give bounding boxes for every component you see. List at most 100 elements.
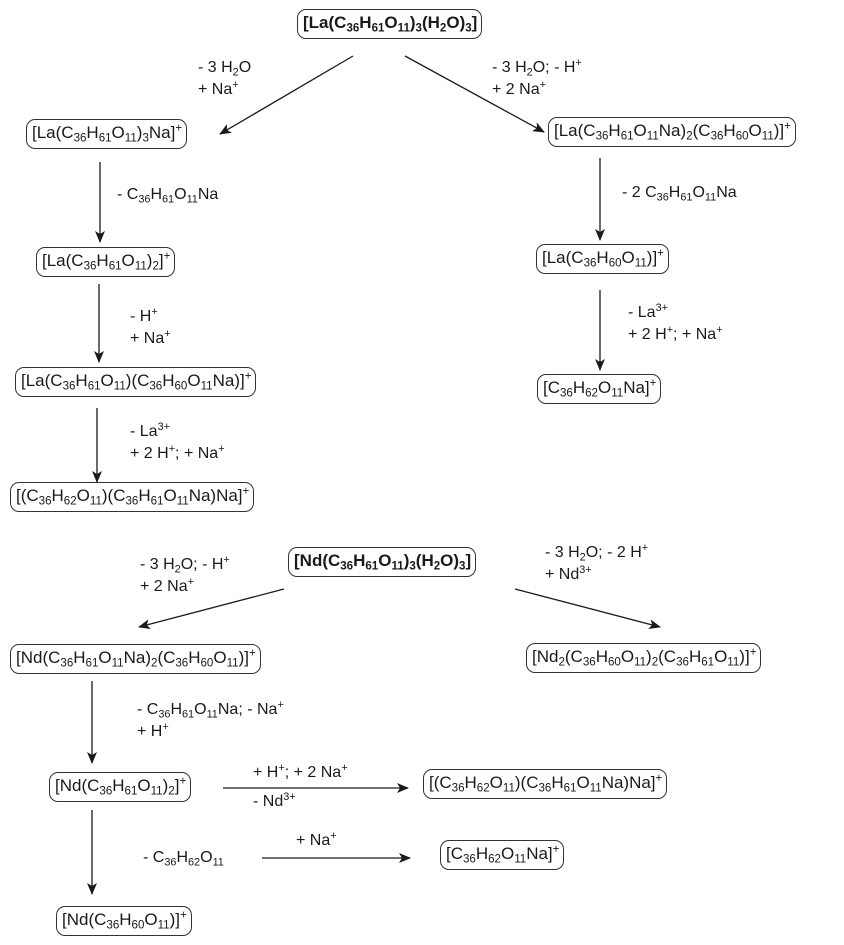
- subscript: 61: [701, 656, 715, 669]
- formula-text: Na): [658, 121, 687, 140]
- superscript: +: [552, 843, 560, 856]
- formula-text: [La(C: [542, 248, 584, 267]
- label-nd-parent-to-a1: - 3 H2O; - H++ 2 Na+: [140, 554, 230, 598]
- subscript: 2: [651, 656, 659, 669]
- formula-text: - La: [130, 423, 158, 440]
- formula-text: H: [73, 648, 86, 667]
- label-line: - C36H61O11Na: [117, 184, 218, 206]
- subscript: 36: [538, 782, 552, 795]
- formula-text: )]: [646, 248, 658, 267]
- subscript: 36: [582, 656, 596, 669]
- subscript: 36: [125, 495, 139, 508]
- formula-text: ]: [471, 13, 478, 32]
- superscript: +: [180, 909, 187, 922]
- subscript: 36: [595, 130, 609, 143]
- superscript: 3+: [283, 791, 296, 804]
- formula-text: )]: [238, 648, 249, 667]
- formula-text: O: [144, 910, 158, 929]
- label-line: - La3+: [628, 302, 723, 324]
- label-line: - H+: [130, 306, 171, 328]
- superscript: +: [244, 370, 252, 383]
- superscript: +: [649, 377, 657, 390]
- formula-text: ; + Na: [175, 445, 219, 462]
- formula-text: H: [353, 551, 366, 570]
- subscript: 60: [735, 130, 749, 143]
- subscript: 36: [138, 193, 151, 206]
- subscript: 2: [558, 656, 565, 669]
- formula-text: H: [572, 378, 586, 397]
- subscript: 11: [226, 657, 239, 670]
- formula-text: - Nd: [253, 793, 284, 810]
- superscript: +: [187, 576, 194, 589]
- subscript: 11: [611, 387, 624, 400]
- subscript: 62: [188, 856, 201, 869]
- subscript: 11: [89, 495, 102, 508]
- node-la-a4: [(C36H62O11)(C36H61O11Na)Na]+: [10, 482, 255, 512]
- superscript: +: [784, 120, 791, 133]
- formula-text: Na: [716, 184, 737, 201]
- subscript: 61: [182, 708, 195, 721]
- superscript: +: [641, 542, 649, 555]
- formula-text: O: [100, 371, 114, 390]
- subscript: 11: [124, 132, 137, 145]
- formula-text: O: [384, 13, 398, 32]
- label-line: + Na+: [296, 830, 337, 852]
- node-la-parent: [La(C36H61O11)3(H2O)3]: [297, 9, 483, 39]
- subscript: 2: [686, 130, 693, 143]
- label-line: + Na+: [198, 79, 251, 101]
- superscript: +: [162, 721, 169, 734]
- formula-text: [La(C: [554, 121, 596, 140]
- node-nd-c2: [C36H62O11Na]+: [440, 840, 565, 870]
- formula-text: )]: [739, 647, 750, 666]
- label-la-a3-to-a4: - La3+ + 2 H+; + Na+: [130, 421, 225, 465]
- label-la-a1-to-a2: - C36H61O11Na: [117, 184, 218, 206]
- formula-text: + H: [253, 764, 279, 781]
- subscript: 61: [563, 782, 577, 795]
- label-la-parent-to-a1: - 3 H2O+ Na+: [198, 57, 251, 101]
- formula-text: + Na: [198, 81, 233, 98]
- superscript: 3+: [157, 421, 170, 434]
- subscript: 36: [83, 260, 97, 273]
- formula-text: - C: [137, 701, 159, 718]
- formula-text: H: [608, 121, 621, 140]
- formula-text: - 3 H: [140, 556, 175, 573]
- label-line: + 2 Na+: [492, 79, 582, 101]
- subscript: 36: [73, 132, 87, 145]
- formula-text: - C: [117, 186, 139, 203]
- subscript: 61: [85, 657, 99, 670]
- node-nd-parent: [Nd(C36H61O11)3(H2O)3]: [288, 547, 477, 577]
- arrow-la-parent-to-a1: [219, 55, 354, 135]
- label-la-parent-to-b1: - 3 H2O; - H++ 2 Na+: [492, 57, 582, 101]
- superscript: +: [223, 554, 230, 567]
- subscript: 61: [620, 130, 634, 143]
- subscript: 60: [607, 656, 621, 669]
- subscript: 60: [200, 657, 214, 670]
- formula-text: O: [620, 647, 635, 666]
- subscript: 11: [176, 495, 189, 508]
- subscript: 2: [151, 657, 158, 670]
- superscript: +: [248, 647, 256, 660]
- formula-text: H: [138, 486, 151, 505]
- subscript: 11: [502, 782, 515, 795]
- formula-text: Na]: [148, 123, 176, 142]
- arrow-nd-parent-to-a1: [138, 588, 285, 630]
- formula-text: ]: [465, 551, 472, 570]
- formula-text: O: [633, 121, 647, 140]
- formula-text: O: [174, 186, 187, 203]
- subscript: 3: [459, 560, 466, 573]
- formula-text: (H: [421, 13, 440, 32]
- formula-text: + Na: [296, 832, 331, 849]
- subscript: 62: [476, 782, 490, 795]
- formula-text: H: [150, 186, 162, 203]
- subscript: 36: [710, 130, 724, 143]
- node-la-b3: [C36H62O11Na]+: [537, 374, 662, 404]
- node-la-a2: [La(C36H61O11)2]+: [36, 247, 176, 277]
- formula-text: ): [146, 251, 153, 270]
- formula-text: - 2 C: [622, 184, 657, 201]
- subscript: 36: [60, 657, 74, 670]
- label-line: - 3 H2O; - H+: [140, 554, 230, 576]
- formula-text: Na): [123, 648, 152, 667]
- node-nd-a2: [Nd(C36H61O11)2]+: [49, 772, 192, 802]
- label-line: + 2 H+; + Na+: [130, 443, 225, 465]
